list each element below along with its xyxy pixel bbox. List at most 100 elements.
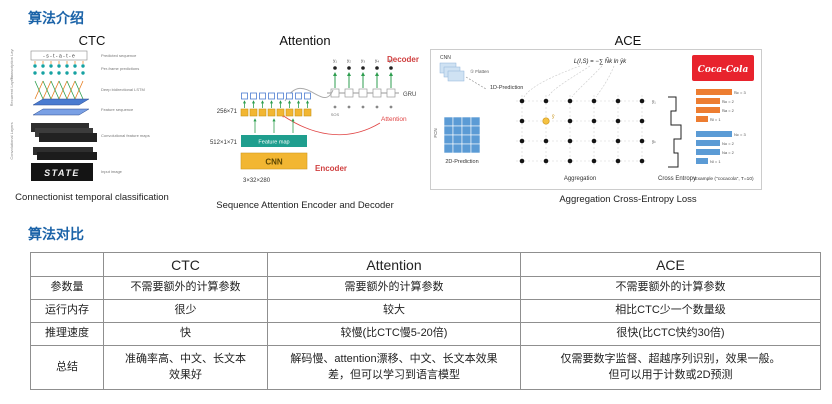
table-header-empty <box>30 252 104 277</box>
ctc-predicted-text: - s - t - a - t - e <box>43 54 75 60</box>
attention-encoder-arrows <box>242 100 310 108</box>
ace-cnn-sheets <box>439 62 465 82</box>
attention-dim-input: 3×32×280 <box>243 178 271 184</box>
attention-featuremap-arrows <box>253 118 295 133</box>
ctc-right-convmaps: Convolutional feature maps <box>101 133 150 138</box>
attention-decoder-inputs: SOS <box>331 105 393 117</box>
ace-orange-bar-label-2: N̂o = 2 <box>722 99 735 104</box>
ctc-blstm-arrows <box>34 80 84 100</box>
table-header-attention: Attention <box>267 252 521 277</box>
ace-yhat-label: ŷ <box>552 114 555 120</box>
ace-grid-dots <box>519 98 645 164</box>
ctc-right-input: Input image <box>101 169 123 174</box>
ace-diagram: CNN ① Flatten 1D-Prediction L(I,S) = −∑ … <box>430 49 762 190</box>
ctc-box-arrows <box>34 61 84 64</box>
ace-orange-bar-label-1: N̂c = 3 <box>734 90 746 95</box>
table-header-ctc: CTC <box>103 252 268 277</box>
attention-output-y3: y₃ <box>361 58 365 63</box>
table-row-speed: 推理速度 快 较慢(比CTC慢5-20倍) 很快(比CTC快约30倍) <box>30 322 821 346</box>
panel-attention-caption: Sequence Attention Encoder and Decoder <box>216 200 394 211</box>
cell-memory-ctc: 很少 <box>103 299 268 323</box>
ctc-layer-labels: Transcription Layer Recurrent Layers Con… <box>9 49 14 160</box>
panel-ctc-title: CTC <box>78 33 106 48</box>
ace-flatten-arrow <box>465 76 487 90</box>
ace-1d-prediction-label: 1D-Prediction <box>490 85 523 91</box>
attention-cnn-label: CNN <box>265 158 283 167</box>
ace-cocacola-text: Coca-Cola <box>698 65 749 75</box>
ctc-right-labels: Predicted sequence Per-frame predictions… <box>101 53 150 174</box>
ace-orange-bar-labels: N̂c = 3 N̂o = 2 N̂a = 2 N̂l = 1 <box>710 90 746 122</box>
ace-formula: L(I,S) = −∑ N̂k ln ȳk <box>574 58 627 65</box>
ace-ybark-label: ȳₖ <box>652 139 656 144</box>
row-label-speed: 推理速度 <box>30 322 104 346</box>
ctc-diagram: Transcription Layer Recurrent Layers Con… <box>9 49 150 181</box>
attention-gru-row: GRU <box>327 88 416 98</box>
ace-blue-bar-label-1: Nc = 3 <box>734 132 746 137</box>
ace-cocacola-logo: Coca-Cola <box>692 55 754 81</box>
ace-ybar1-label: ȳ₁ <box>652 99 656 104</box>
table-row-memory: 运行内存 很少 较大 相比CTC少一个数量级 <box>30 299 821 323</box>
cell-memory-attention: 较大 <box>267 299 521 323</box>
row-label-params: 参数量 <box>30 276 104 300</box>
ctc-predicted-box <box>30 50 88 61</box>
cell-params-ace: 不需要额外的计算参数 <box>520 276 821 300</box>
ace-fcn-label: FCN <box>433 128 438 137</box>
comparison-table: CTC Attention ACE 参数量 不需要额外的计算参数 需要额外的计算… <box>30 252 821 390</box>
attention-encoder-upper-squares <box>241 92 311 100</box>
panel-ace-caption: Aggregation Cross-Entropy Loss <box>559 194 697 205</box>
row-label-memory: 运行内存 <box>30 299 104 323</box>
table-row-params: 参数量 不需要额外的计算参数 需要额外的计算参数 不需要额外的计算参数 <box>30 276 821 300</box>
ctc-right-feature: Feature sequence <box>101 107 134 112</box>
ctc-transcription-layer-label: Transcription Layer <box>9 49 14 80</box>
compare-section-title: 算法对比 <box>28 226 84 242</box>
cell-speed-attention: 较慢(比CTC慢5-20倍) <box>267 322 521 346</box>
ctc-right-lstm: Deep bidirectional LSTM <box>101 87 145 92</box>
ace-blue-bar-labels: Nc = 3 No = 2 Na = 2 Nl = 1 <box>710 132 746 164</box>
panel-attention-title: Attention <box>279 33 331 48</box>
ace-fcn-cube <box>443 116 481 154</box>
attention-feature-map: Feature map <box>241 135 307 147</box>
row-label-summary: 总结 <box>30 345 104 390</box>
ctc-input-image: STATE <box>31 163 93 181</box>
ace-blue-bars <box>696 131 732 164</box>
ace-blue-bar-label-2: No = 2 <box>722 141 735 146</box>
ace-highlight-dot <box>542 117 550 125</box>
attention-dim-feature: 512×1×71 <box>210 140 238 146</box>
table-header-row: CTC Attention ACE <box>30 252 821 277</box>
attention-feature-map-label: Feature map <box>258 140 289 146</box>
ctc-perframe-dots <box>33 64 85 75</box>
ace-example-label: Example ("cocacola", T=10) <box>694 176 754 182</box>
attention-output-y5: y₅ <box>389 58 393 63</box>
attention-gru-label: GRU <box>403 92 416 98</box>
ace-grid-lines <box>516 95 648 167</box>
attention-output-y1: y₁ <box>333 58 337 63</box>
ctc-feature-sequence <box>32 98 90 116</box>
attention-output-y2: y₂ <box>347 58 351 63</box>
ace-step-line <box>668 96 682 168</box>
attention-dim-encoder: 256×71 <box>217 109 238 115</box>
ctc-conv-layer-label: Convolutional Layers <box>9 122 14 159</box>
panel-ace-title: ACE <box>614 33 642 48</box>
attention-decoder-outputs: y₁ y₂ y₃ y₄ y₅ <box>333 58 393 70</box>
ace-cnn-label: CNN <box>440 55 451 61</box>
attention-encoder-lower-squares <box>240 108 312 117</box>
ace-blue-bar-label-3: Na = 2 <box>722 150 735 155</box>
ace-blue-bar-label-4: Nl = 1 <box>710 159 721 164</box>
attention-encoder-label: Encoder <box>315 164 347 173</box>
cell-summary-ctc: 准确率高、中文、长文本 效果好 <box>103 345 268 390</box>
panel-ace: ACE CNN ① Flatten 1D-Prediction L(I,S) =… <box>428 32 828 205</box>
table-row-summary: 总结 准确率高、中文、长文本 效果好 解码慢、attention漂移、中文、长文… <box>30 345 821 390</box>
panel-ctc: CTC Transcription Layer Recurrent Layers… <box>4 32 180 203</box>
ace-orange-bars <box>696 89 732 122</box>
ace-cross-entropy-label: Cross Entropy <box>658 176 696 182</box>
cell-speed-ctc: 快 <box>103 322 268 346</box>
ctc-input-word: STATE <box>44 168 80 178</box>
cell-params-ctc: 不需要额外的计算参数 <box>103 276 268 300</box>
ace-2d-prediction-label: 2D-Prediction <box>445 159 478 165</box>
panel-attention: Attention y₁ y₂ y₃ y₄ y₅ Decoder <box>182 32 428 211</box>
ace-orange-bar-label-3: N̂a = 2 <box>722 108 735 113</box>
cell-params-attention: 需要额外的计算参数 <box>267 276 521 300</box>
intro-section-title: 算法介绍 <box>28 10 84 26</box>
ctc-conv-feature-maps <box>31 123 97 160</box>
